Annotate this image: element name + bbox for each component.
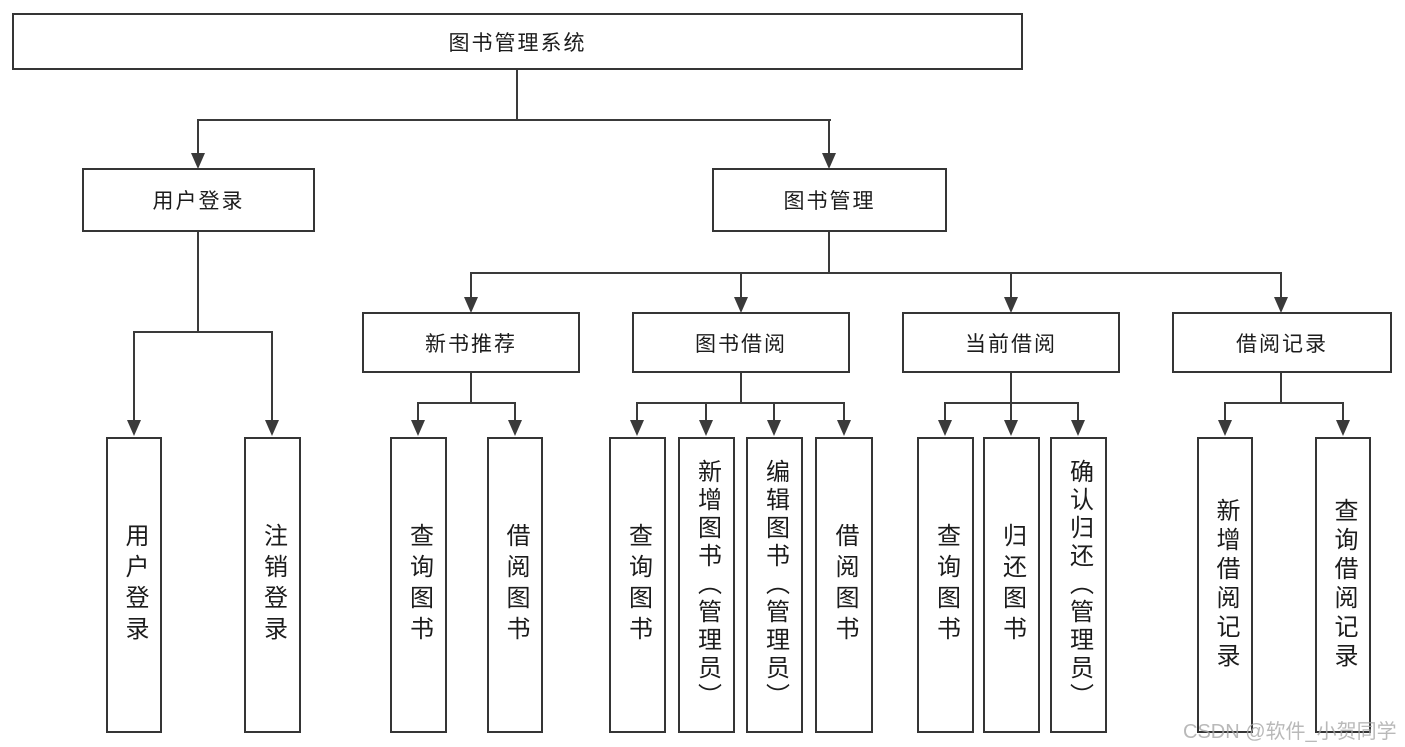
leaf-label: 借阅图书: [502, 523, 529, 647]
node-book-management: 图书管理: [712, 168, 947, 232]
leaf-label: 确认归还（管理员）: [1065, 459, 1093, 711]
node-borrowing-records: 借阅记录: [1172, 312, 1392, 373]
arrow-down-icon: [1336, 420, 1350, 436]
connector-vline: [944, 402, 946, 420]
arrow-down-icon: [127, 420, 141, 436]
leaf-borrow-books-1: 借阅图书: [487, 437, 543, 733]
watermark-text: CSDN @软件_小贺同学: [1183, 721, 1397, 743]
leaf-logout: 注销登录: [244, 437, 301, 733]
connector-vline: [514, 402, 516, 420]
node-label: 用户登录: [152, 190, 245, 213]
connector-vline: [1280, 373, 1282, 404]
node-current-borrowing: 当前借阅: [902, 312, 1120, 373]
arrow-down-icon: [699, 420, 713, 436]
leaf-query-books-1: 查询图书: [390, 437, 447, 733]
arrow-down-icon: [822, 153, 836, 169]
leaf-label: 新增借阅记录: [1212, 498, 1239, 672]
arrow-down-icon: [508, 420, 522, 436]
leaf-label: 查询图书: [405, 523, 433, 647]
arrow-down-icon: [767, 420, 781, 436]
arrow-down-icon: [1004, 297, 1018, 313]
connector-vline: [705, 402, 707, 420]
arrow-down-icon: [411, 420, 425, 436]
arrow-down-icon: [837, 420, 851, 436]
node-book-borrowing: 图书借阅: [632, 312, 850, 373]
leaf-label: 查询图书: [624, 523, 652, 647]
leaf-confirm-return-admin: 确认归还（管理员）: [1050, 437, 1107, 733]
node-label: 图书借阅: [695, 332, 787, 356]
arrow-down-icon: [1218, 420, 1232, 436]
connector-hline: [470, 272, 1282, 274]
node-library-system: 图书管理系统: [12, 13, 1023, 70]
connector-vline: [1010, 272, 1012, 298]
connector-hline: [197, 119, 831, 121]
connector-vline: [133, 331, 135, 420]
connector-vline: [828, 232, 830, 274]
node-label: 新书推荐: [425, 332, 517, 356]
connector-vline: [773, 402, 775, 420]
connector-vline: [843, 402, 845, 420]
connector-vline: [516, 70, 518, 120]
leaf-label: 查询借阅记录: [1330, 498, 1357, 672]
leaf-query-books-2: 查询图书: [609, 437, 666, 733]
arrow-down-icon: [938, 420, 952, 436]
arrow-down-icon: [265, 420, 279, 436]
connector-vline: [828, 119, 830, 154]
connector-vline: [197, 232, 199, 333]
connector-hline: [636, 402, 844, 404]
connector-vline: [740, 272, 742, 298]
arrow-down-icon: [191, 153, 205, 169]
leaf-label: 借阅图书: [831, 523, 858, 647]
leaf-label: 查询图书: [932, 523, 960, 647]
connector-vline: [470, 272, 472, 298]
connector-vline: [271, 331, 273, 420]
leaf-add-borrow-record: 新增借阅记录: [1197, 437, 1253, 733]
connector-vline: [740, 373, 742, 404]
leaf-label: 归还图书: [998, 523, 1026, 647]
arrow-down-icon: [630, 420, 644, 436]
leaf-label: 注销登录: [259, 523, 287, 647]
leaf-label: 用户登录: [121, 523, 148, 647]
leaf-label: 编辑图书（管理员）: [761, 459, 789, 711]
connector-vline: [1280, 272, 1282, 298]
leaf-return-books: 归还图书: [983, 437, 1040, 733]
node-label: 图书管理: [783, 190, 876, 213]
connector-vline: [1010, 373, 1012, 404]
node-label: 借阅记录: [1236, 332, 1328, 356]
connector-vline: [417, 402, 419, 420]
connector-hline: [417, 402, 516, 404]
connector-vline: [1077, 402, 1079, 420]
connector-vline: [1342, 402, 1344, 420]
leaf-query-books-3: 查询图书: [917, 437, 974, 733]
leaf-query-borrow-record: 查询借阅记录: [1315, 437, 1371, 733]
connector-vline: [1010, 402, 1012, 420]
arrow-down-icon: [464, 297, 478, 313]
leaf-edit-book-admin: 编辑图书（管理员）: [746, 437, 803, 733]
leaf-label: 新增图书（管理员）: [693, 459, 721, 711]
node-label: 图书管理系统: [448, 31, 587, 55]
arrow-down-icon: [1274, 297, 1288, 313]
connector-hline: [133, 331, 273, 333]
connector-vline: [636, 402, 638, 420]
connector-hline: [1224, 402, 1343, 404]
node-new-book-recommend: 新书推荐: [362, 312, 580, 373]
arrow-down-icon: [734, 297, 748, 313]
node-label: 当前借阅: [965, 332, 1057, 356]
node-user-login: 用户登录: [82, 168, 315, 232]
arrow-down-icon: [1071, 420, 1085, 436]
connector-vline: [1224, 402, 1226, 420]
leaf-add-book-admin: 新增图书（管理员）: [678, 437, 735, 733]
leaf-user-login: 用户登录: [106, 437, 162, 733]
connector-vline: [470, 373, 472, 404]
arrow-down-icon: [1004, 420, 1018, 436]
leaf-borrow-books-2: 借阅图书: [815, 437, 873, 733]
connector-vline: [197, 119, 199, 154]
